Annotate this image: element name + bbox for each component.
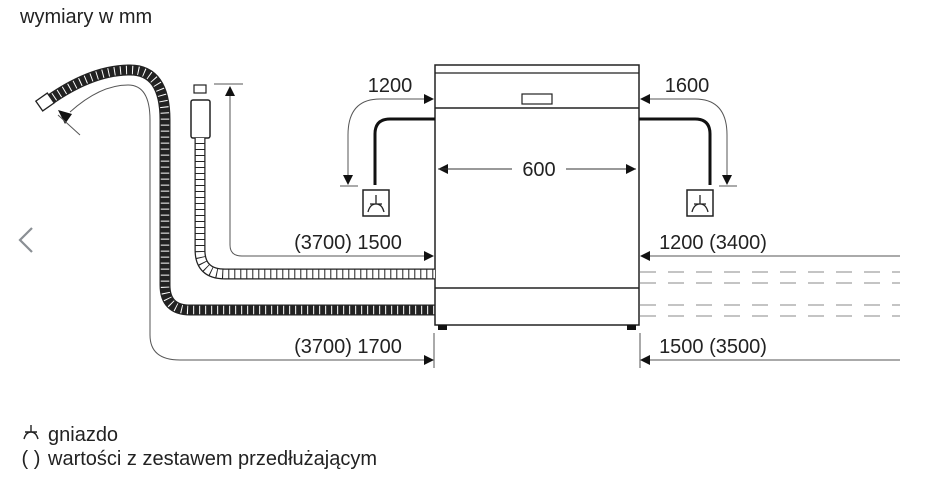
- foot-right: [627, 325, 636, 330]
- right-power-length-label: 1600: [665, 75, 710, 97]
- left-drain-length-label: (3700) 1700: [294, 336, 402, 358]
- parentheses-symbol: ( ): [21, 448, 41, 470]
- socket-icon: [20, 423, 42, 447]
- right-drain-length-label: 1500 (3500): [659, 336, 767, 358]
- legend-item-extension: ( ) wartości z zestawem przedłużającym: [20, 447, 377, 471]
- width-label: 600: [522, 159, 555, 181]
- left-inlet-length-label: (3700) 1500: [294, 232, 402, 254]
- units-title: wymiary w mm: [20, 6, 153, 28]
- legend-item-socket: gniazdo: [20, 423, 377, 447]
- chevron-left-icon: [18, 227, 33, 253]
- drain-hose: [34, 64, 435, 316]
- dishwasher-body: [434, 64, 640, 330]
- left-power-length-label: 1200: [368, 75, 413, 97]
- legend-label-extension: wartości z zestawem przedłużającym: [48, 448, 377, 470]
- control-panel-display: [521, 93, 553, 105]
- legend: gniazdo ( ) wartości z zestawem przedłuż…: [20, 423, 377, 471]
- previous-button[interactable]: [10, 222, 40, 258]
- inlet-hose: [190, 84, 435, 280]
- legend-label-socket: gniazdo: [48, 424, 119, 446]
- foot-left: [438, 325, 447, 330]
- right-inlet-length-label: 1200 (3400): [659, 232, 767, 254]
